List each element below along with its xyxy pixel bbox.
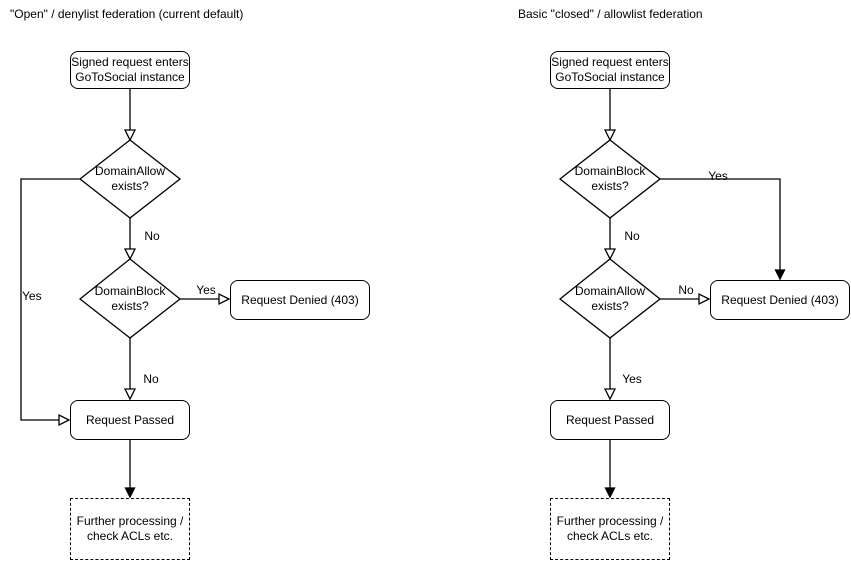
right-decision1-yes-edge-label: Yes: [708, 169, 728, 183]
right-edge-decision1-yes: [660, 178, 781, 273]
left-denied-node: Request Denied (403): [230, 280, 370, 320]
right-passed-node: Request Passed: [550, 400, 670, 440]
left-start-node: Signed request enters GoToSocial instanc…: [70, 51, 190, 89]
right-denied-node: Request Denied (403): [710, 280, 850, 320]
right-flowchart-title: Basic "closed" / allowlist federation: [518, 7, 703, 21]
open-arrowhead-down: [123, 388, 137, 401]
left-edge-decision1-yes: [20, 178, 80, 421]
open-arrowhead-down: [603, 388, 617, 401]
right-decision2-label: DomainAllow exists?: [574, 284, 646, 313]
right-start-node: Signed request enters GoToSocial instanc…: [550, 51, 670, 89]
open-arrowhead-right: [58, 413, 71, 427]
right-decision2-diamond: [558, 258, 662, 339]
open-arrowhead-down: [603, 248, 617, 261]
right-further-node: Further processing / check ACLs etc.: [550, 498, 670, 560]
open-arrowhead-down: [123, 129, 137, 142]
left-connectors: [20, 89, 231, 499]
left-decision2-label: DomainBlock exists?: [94, 284, 166, 313]
left-decision2-no-edge-label: No: [143, 372, 159, 386]
open-arrowhead-down: [123, 248, 137, 261]
left-decision2-diamond: [78, 258, 182, 339]
left-decision1-label: DomainAllow exists?: [94, 164, 166, 193]
open-arrowhead-right: [698, 292, 711, 306]
filled-arrowhead-down: [774, 269, 786, 281]
open-arrowhead-down: [603, 129, 617, 142]
right-connectors: [558, 89, 786, 499]
left-decision1-yes-edge-label: Yes: [22, 289, 42, 303]
right-decision1-label: DomainBlock exists?: [574, 164, 646, 193]
left-decision1-no-edge-label: No: [144, 229, 160, 243]
right-decision2-yes-edge-label: Yes: [622, 372, 642, 386]
left-decision2-yes-edge-label: Yes: [196, 283, 216, 297]
open-arrowhead-right: [218, 292, 231, 306]
left-further-node: Further processing / check ACLs etc.: [70, 498, 190, 560]
right-decision2-no-edge-label: No: [678, 283, 694, 297]
filled-arrowhead-down: [604, 487, 616, 499]
filled-arrowhead-down: [124, 487, 136, 499]
left-passed-node: Request Passed: [70, 400, 190, 440]
right-decision1-diamond: [558, 139, 662, 219]
right-decision1-no-edge-label: No: [624, 229, 640, 243]
left-flowchart-title: "Open" / denylist federation (current de…: [10, 7, 244, 21]
left-decision1-diamond: [78, 139, 182, 219]
